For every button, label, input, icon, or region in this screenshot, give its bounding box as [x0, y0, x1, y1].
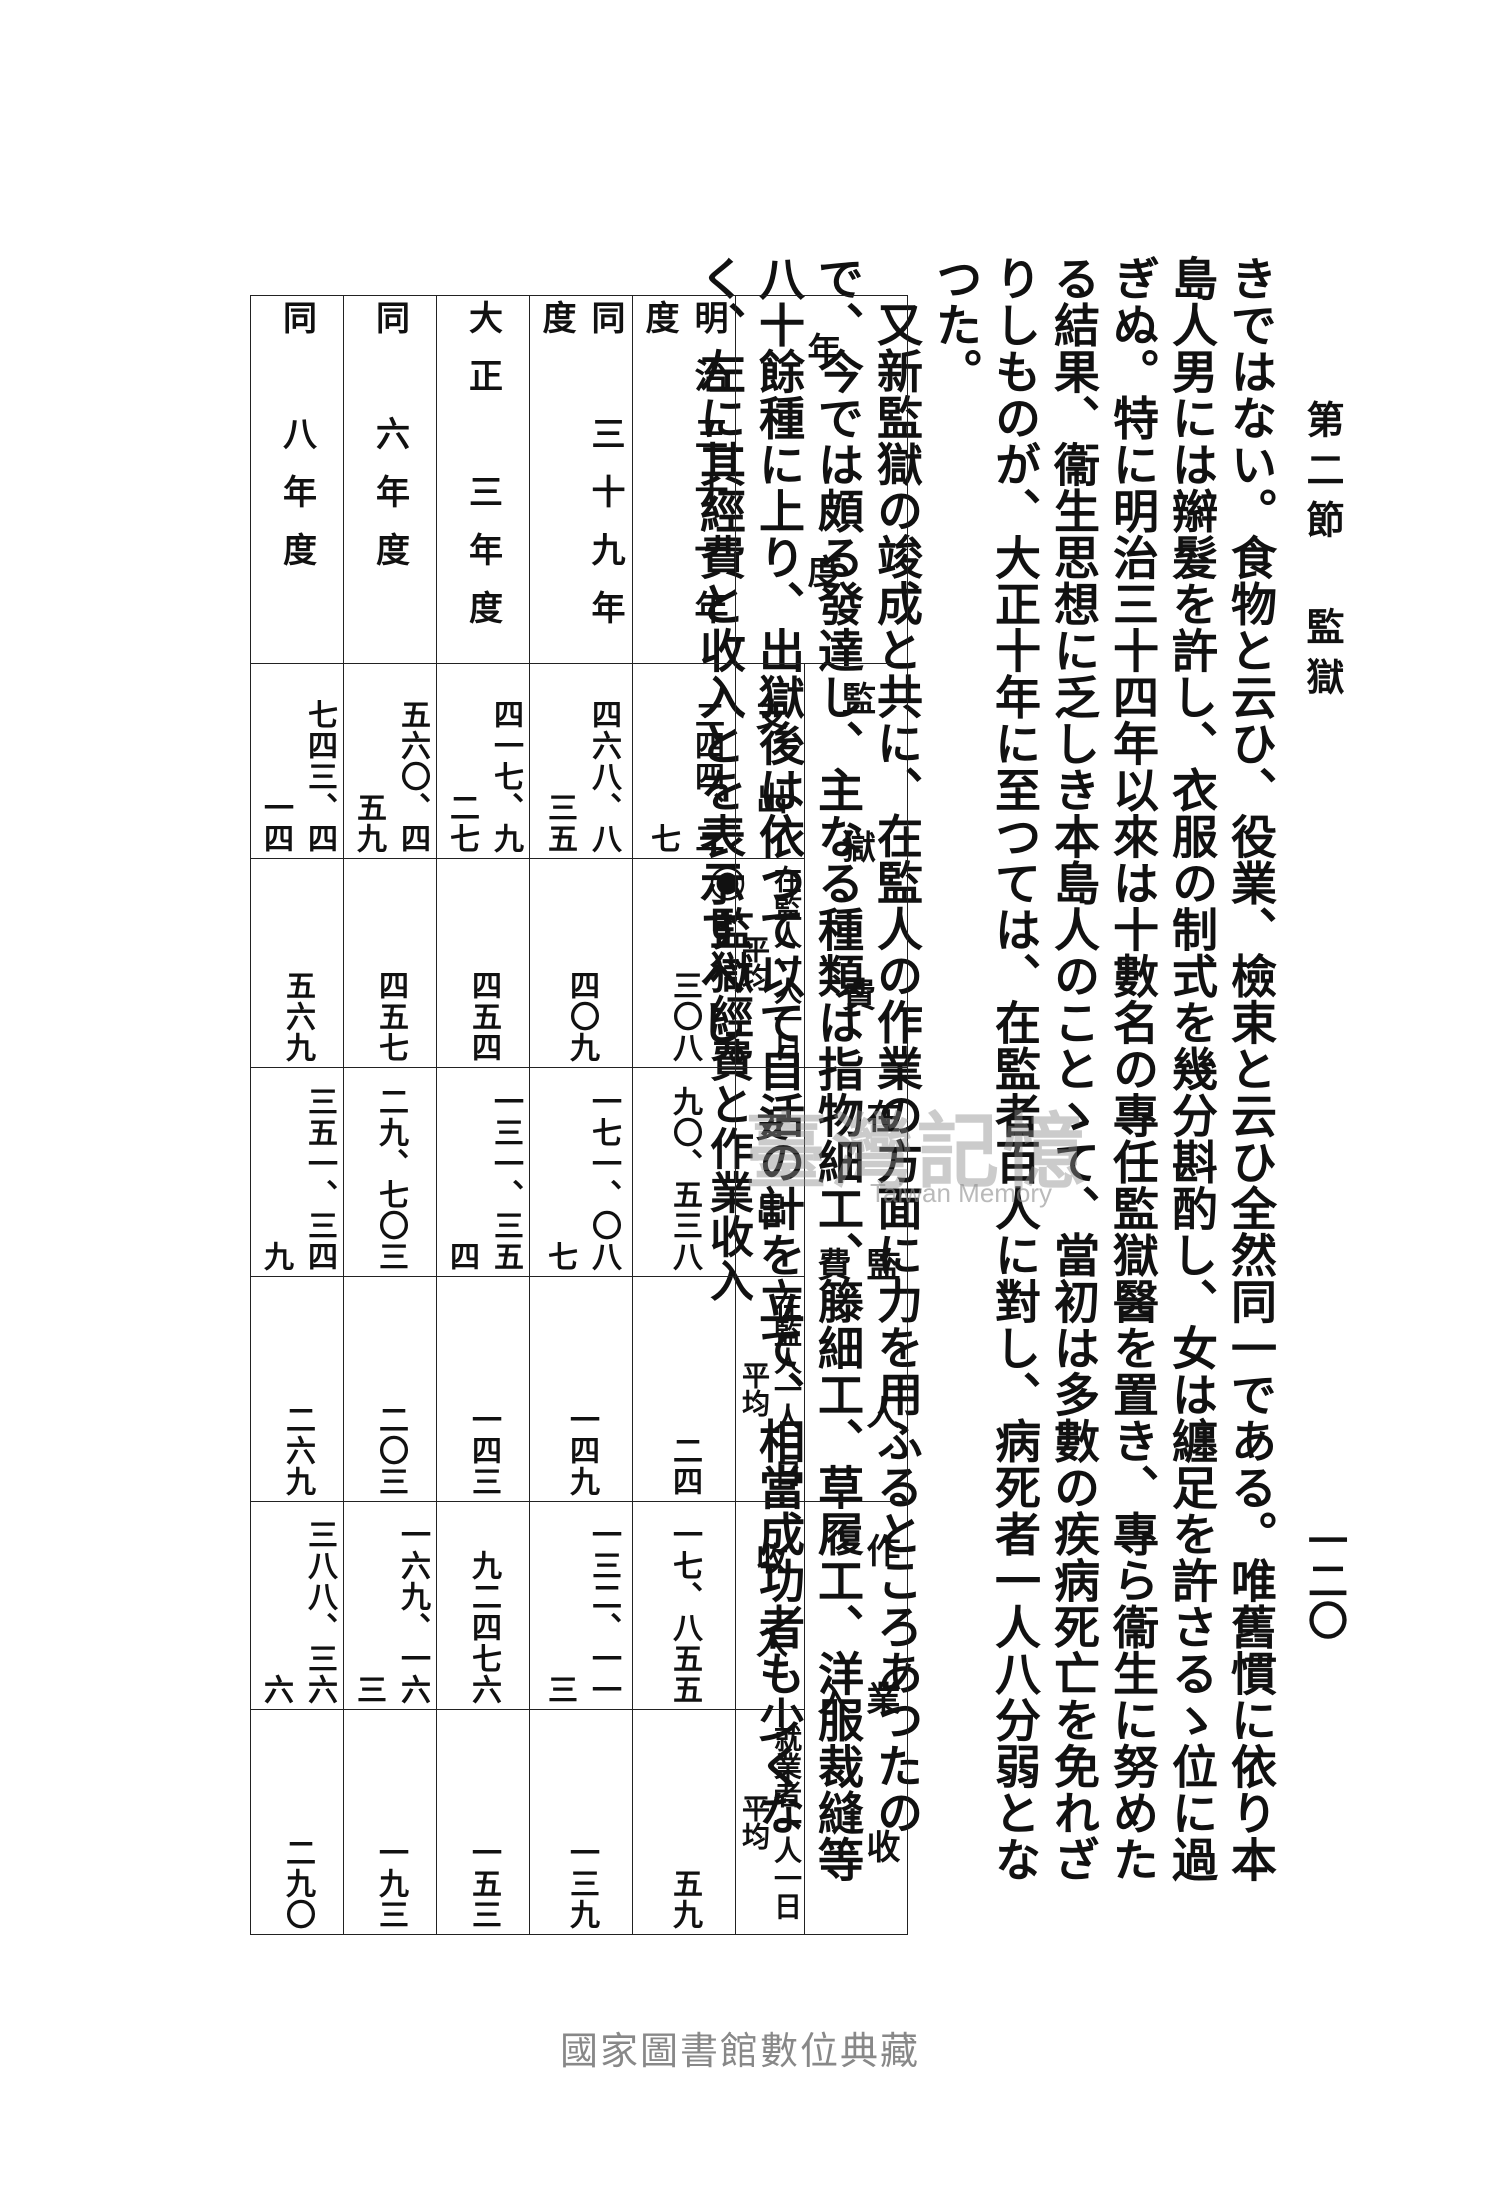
col-header-work-income: 作 業 收 入 [804, 1500, 908, 1977]
work-income-cell: 一七、八五五 [632, 1500, 736, 1711]
col-header-prison-cost: 監 獄 費 [804, 663, 908, 1069]
header-row-1: 年 度 監 獄 費 在 監 人 費 作 業 收 入 [735, 294, 908, 1977]
footer-label: 國家圖書館數位典藏 [560, 2029, 921, 2073]
table-row: 同 三十九年度 四六八、八三五 四〇九 一七一、〇八七 一四九 一三二、一一三 … [529, 294, 633, 1935]
subheader-expenditure: 支 出 [735, 663, 805, 860]
subheader-per-worker: 就業者一人一日平均 [735, 1709, 805, 1935]
data-table: 年 度 監 獄 費 在 監 人 費 作 業 收 入 支 出 在監人一人一日平均 … [250, 294, 908, 1977]
work-average-cell: 二九〇 [250, 1709, 344, 1935]
col-header-inmate-cost: 在 監 人 費 [804, 1067, 908, 1543]
work-average-cell: 五九 [632, 1709, 736, 1935]
work-average-cell: 一三九 [529, 1709, 633, 1935]
year-cell: 同 八年度 [250, 294, 344, 665]
subheader-income: 收 入 [735, 1500, 805, 1711]
inmate-expenditure-cell: 一七一、〇八七 [529, 1067, 633, 1277]
prison-average-cell: 三〇八 [632, 858, 736, 1069]
expense-table: 年 度 監 獄 費 在 監 人 費 作 業 收 入 支 出 在監人一人一日平均 … [250, 294, 908, 1977]
subheader-per-inmate: 在監人一人一日平均 [735, 1275, 805, 1502]
watermark-logo: 臺灣記憶 [745, 1104, 1090, 1200]
prison-expenditure-cell: 七四三、四一四 [250, 663, 344, 860]
table-row: 同 六年度 五六〇、四五九 四五七 二九、七〇三 二〇三 一六九、一六三 一九三 [343, 294, 437, 1935]
page-number: 一二〇 [1301, 1520, 1348, 1640]
work-income-cell: 三八八、三六六 [250, 1500, 344, 1711]
col-header-year: 年 度 [735, 294, 908, 665]
prison-average-cell: 四〇九 [529, 858, 633, 1069]
work-average-cell: 一五三 [436, 1709, 530, 1935]
prison-average-cell: 四五四 [436, 858, 530, 1069]
inmate-expenditure-cell: 三五一、三四九 [250, 1067, 344, 1277]
work-average-cell: 一九三 [343, 1709, 437, 1935]
prison-expenditure-cell: 四六八、八三五 [529, 663, 633, 860]
inmate-average-cell: 一四三 [436, 1275, 530, 1502]
table-row: 明治三十一年度 二四四、三七 三〇八 九〇、五三八 二四 一七、八五五 五九 [632, 294, 736, 1935]
inmate-average-cell: 一四九 [529, 1275, 633, 1502]
table-row: 同 八年度 七四三、四一四 五六九 三五一、三四九 二六九 三八八、三六六 二九… [250, 294, 344, 1935]
prison-average-cell: 五六九 [250, 858, 344, 1069]
year-cell: 明治三十一年度 [632, 294, 736, 665]
inmate-average-cell: 二〇三 [343, 1275, 437, 1502]
subheader-per-inmate: 在監人一人一日平均 [735, 858, 805, 1069]
inmate-expenditure-cell: 二九、七〇三 [343, 1067, 437, 1277]
paragraph-1: きではない。食物と云ひ、役業、檢束と云ひ全然同一である。唯舊慣に依り本島人男には… [929, 255, 1278, 1883]
table-row: 大正 三年度 四一七、九二七 四五四 一三一、三五四 一四三 九二四七六 一五三 [436, 294, 530, 1935]
watermark-subtext: Taiwan Memory [870, 1178, 1053, 1208]
work-income-cell: 一六九、一六三 [343, 1500, 437, 1711]
prison-expenditure-cell: 四一七、九二七 [436, 663, 530, 860]
prison-expenditure-cell: 二四四、三七 [632, 663, 736, 860]
prison-average-cell: 四五七 [343, 858, 437, 1069]
work-income-cell: 一三二、一一三 [529, 1500, 633, 1711]
year-cell: 同 三十九年度 [529, 294, 633, 665]
year-cell: 大正 三年度 [436, 294, 530, 665]
inmate-average-cell: 二四 [632, 1275, 736, 1502]
prison-expenditure-cell: 五六〇、四五九 [343, 663, 437, 860]
year-cell: 同 六年度 [343, 294, 437, 665]
work-income-cell: 九二四七六 [436, 1500, 530, 1711]
header-row-2: 支 出 在監人一人一日平均 支 出 在監人一人一日平均 收 入 就業者一人一日平… [735, 296, 805, 1935]
inmate-expenditure-cell: 一三一、三五四 [436, 1067, 530, 1277]
inmate-expenditure-cell: 九〇、五三八 [632, 1067, 736, 1277]
section-heading: 第二節 監獄 [1300, 400, 1345, 707]
subheader-expenditure: 支 出 [735, 1067, 805, 1277]
inmate-average-cell: 二六九 [250, 1275, 344, 1502]
